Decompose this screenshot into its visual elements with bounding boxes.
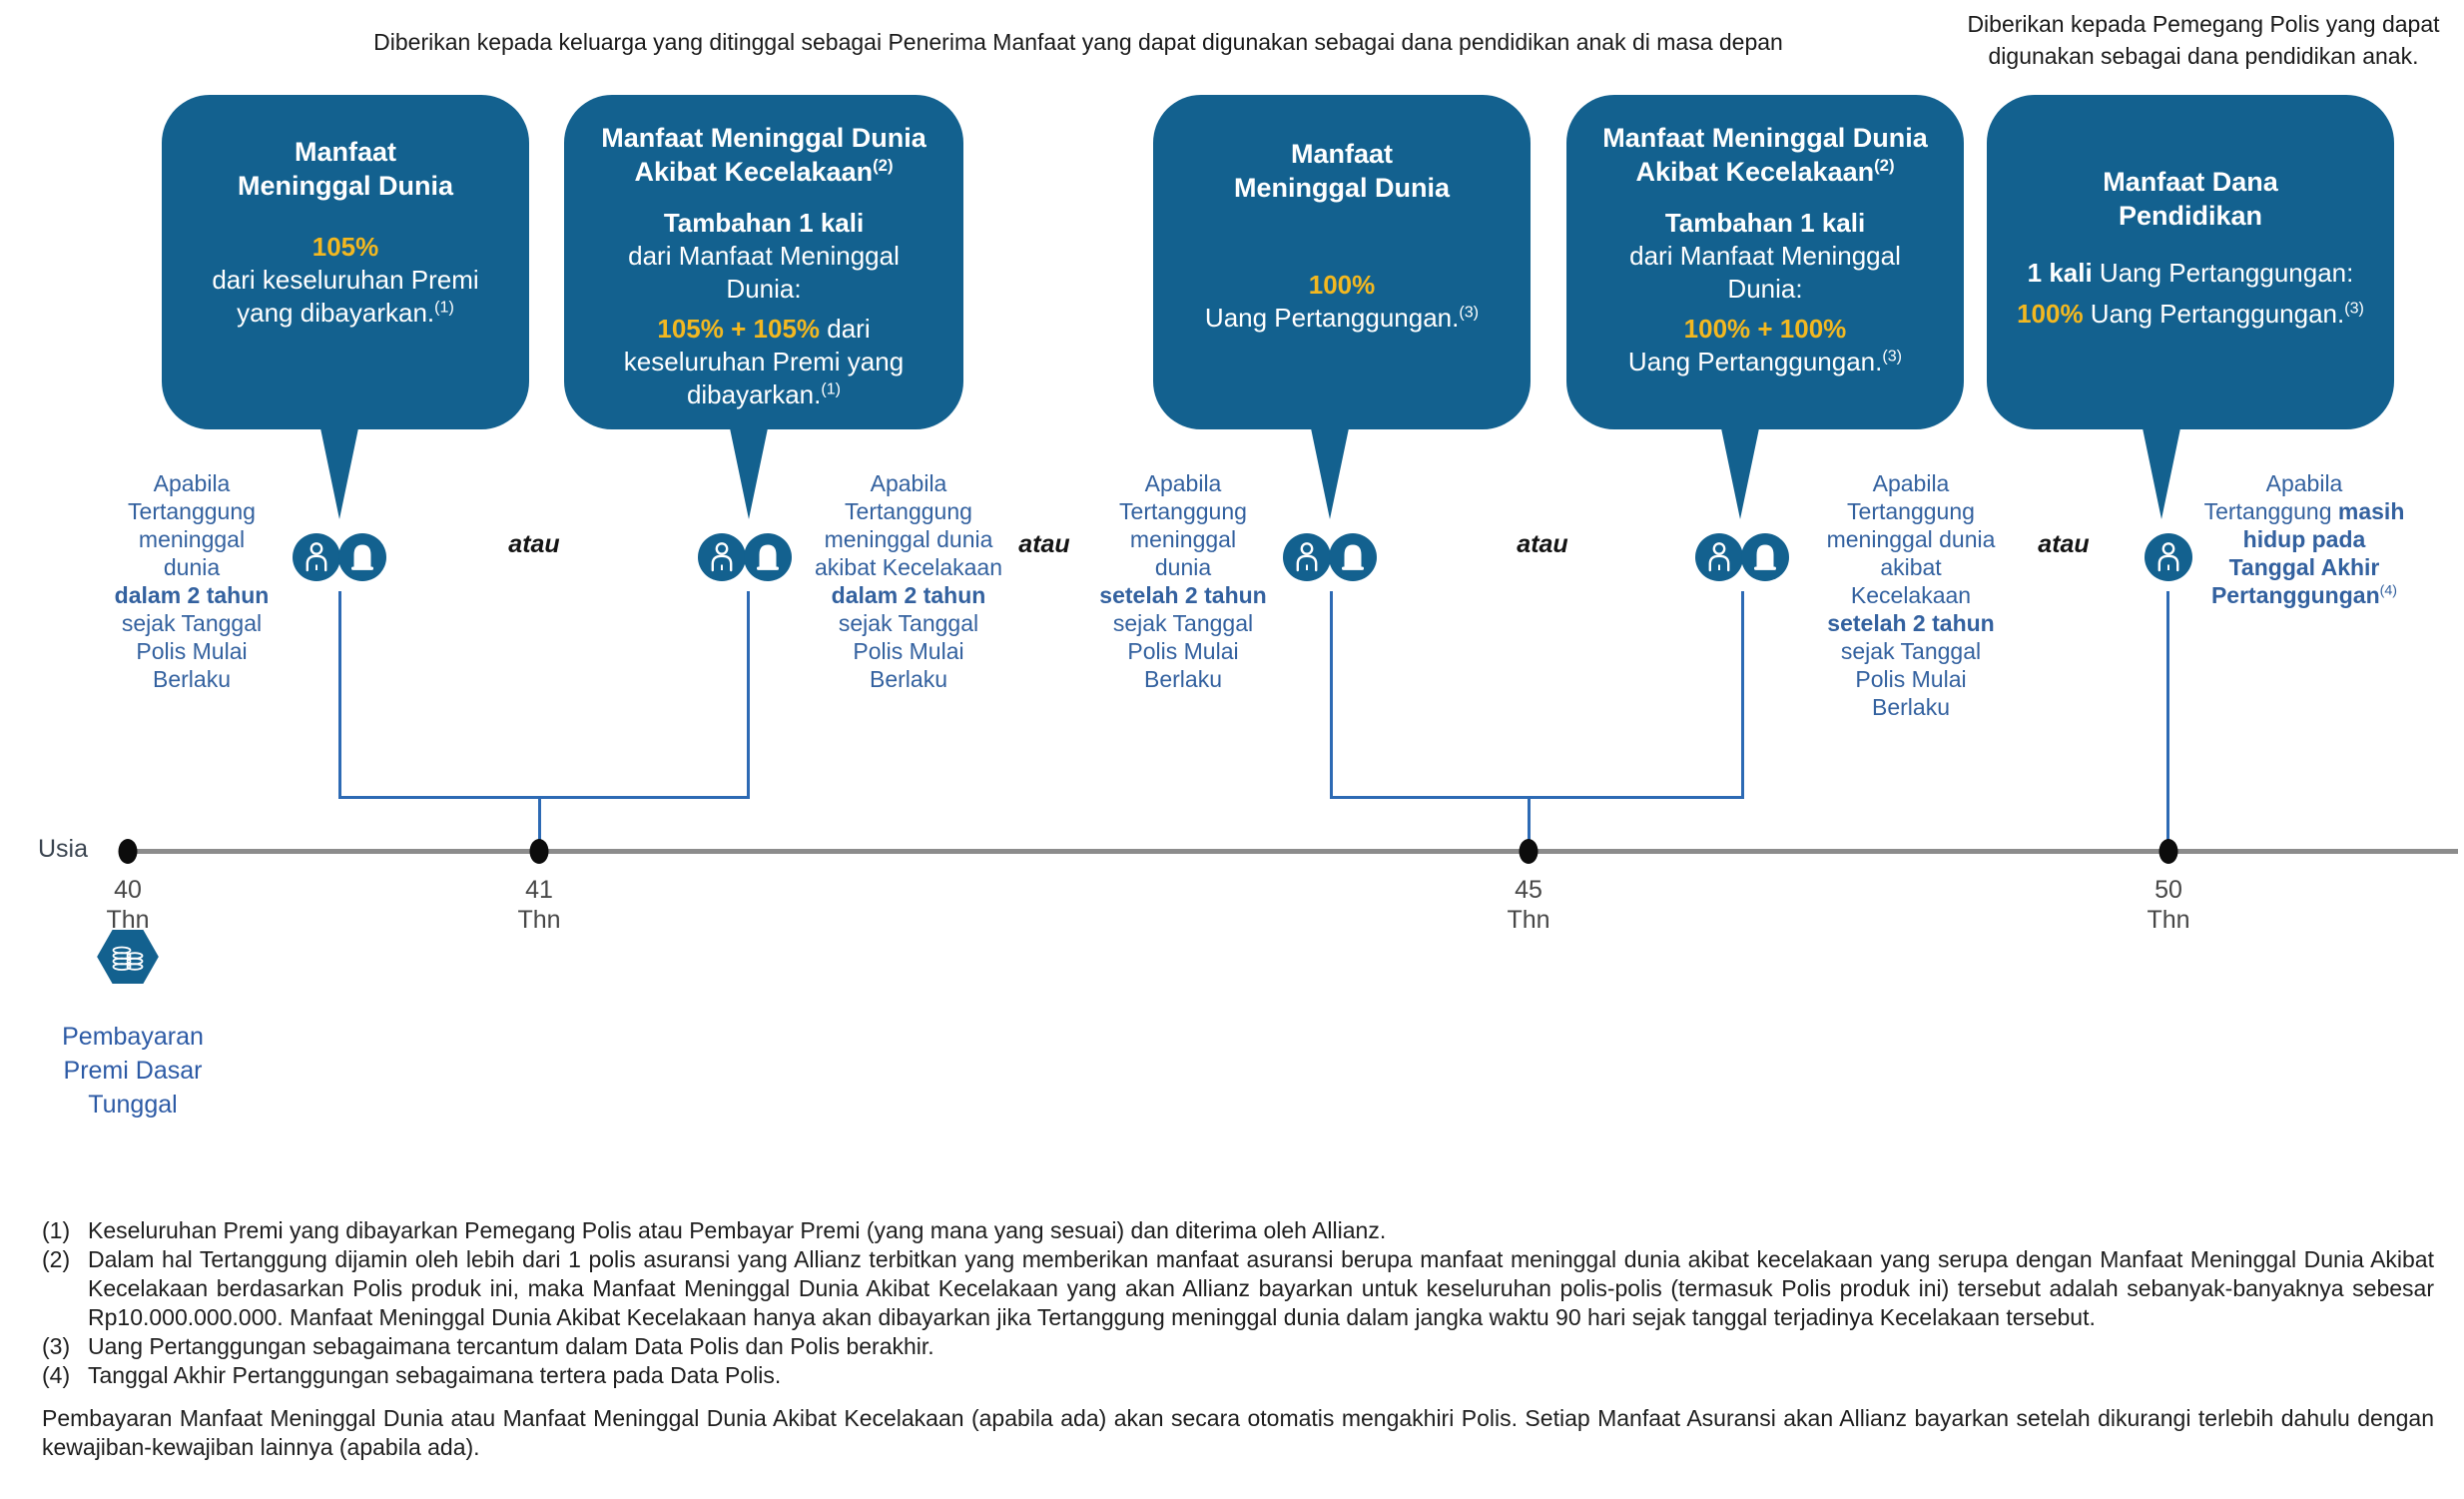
connector-bracket-45 bbox=[1330, 591, 1744, 799]
footnote-2: (2) Dalam hal Tertanggung dijamin oleh le… bbox=[42, 1245, 2434, 1332]
footnote-text: Tanggal Akhir Pertanggungan sebagaimana … bbox=[88, 1362, 782, 1388]
condition-alive-at-end: Apabila Tertanggung masih hidup pada Tan… bbox=[2203, 470, 2405, 609]
death-icon-group bbox=[293, 533, 386, 581]
death-icon-group bbox=[698, 533, 792, 581]
condition-accidental-death-after-2y: Apabila Tertanggung meninggal dunia akib… bbox=[1826, 470, 1996, 721]
age-axis-label: Usia bbox=[38, 835, 89, 863]
footnote-3: (3) Uang Pertanggungan sebagaimana tercan… bbox=[42, 1332, 2434, 1361]
tombstone-icon bbox=[338, 533, 386, 581]
axis-dot-41 bbox=[529, 839, 549, 864]
condition-death-after-2y: Apabila Tertanggung meninggal dunia sete… bbox=[1099, 470, 1267, 693]
bubble-body: 100% Uang Pertanggungan.(3) bbox=[2017, 298, 2364, 329]
bubble-title: Manfaat Meninggal Dunia Akibat Kecelakaa… bbox=[1602, 123, 1928, 188]
footnote-text: Keseluruhan Premi yang dibayarkan Pemega… bbox=[88, 1217, 1387, 1243]
person-icon bbox=[2145, 533, 2192, 581]
bubble-accidental-death-benefit-100: Manfaat Meninggal Dunia Akibat Kecelakaa… bbox=[1566, 95, 1964, 429]
benefit-percentage: 105% + 105% bbox=[657, 314, 821, 345]
bubble-body: 100%Uang Pertanggungan.(3) bbox=[1153, 269, 1531, 335]
axis-dot-40 bbox=[118, 839, 138, 864]
footnote-ref: (2) bbox=[873, 156, 894, 176]
closing-paragraph: Pembayaran Manfaat Meninggal Dunia atau … bbox=[42, 1405, 2434, 1460]
person-icon bbox=[698, 533, 746, 581]
bubble-pointer bbox=[1310, 423, 1350, 519]
bubble-pointer bbox=[1720, 423, 1760, 519]
bubble-body: 100% + 100%Uang Pertanggungan.(3) bbox=[1566, 313, 1964, 378]
bubble-title: Manfaat Meninggal Dunia bbox=[238, 137, 453, 202]
footnote-ref: (1) bbox=[821, 379, 842, 398]
bubble-mid: dari Manfaat Meninggal Dunia: bbox=[628, 240, 900, 304]
bubble-mid: dari Manfaat Meninggal Dunia: bbox=[1629, 240, 1901, 304]
footnote-ref: (3) bbox=[1882, 347, 1903, 366]
bubble-body: 105% + 105% dari keseluruhan Premi yang … bbox=[623, 314, 905, 410]
death-icon-group bbox=[1695, 533, 1789, 581]
tombstone-icon bbox=[744, 533, 792, 581]
axis-dot-50 bbox=[2158, 839, 2178, 864]
bubble-lead: Tambahan 1 kali bbox=[1664, 208, 1866, 239]
bubble-pointer bbox=[729, 423, 769, 519]
footnote-number: (4) bbox=[42, 1362, 71, 1388]
footnote-ref: (4) bbox=[2379, 582, 2398, 599]
person-icon bbox=[1283, 533, 1331, 581]
caption-education-benefit: Diberikan kepada Pemegang Polis yang dap… bbox=[1967, 11, 2440, 70]
tombstone-icon bbox=[1741, 533, 1789, 581]
age-axis-line bbox=[122, 849, 2458, 854]
footnote-4: (4) Tanggal Akhir Pertanggungan sebagaima… bbox=[42, 1361, 2434, 1390]
footnote-text: Uang Pertanggungan sebagaimana tercantum… bbox=[88, 1333, 934, 1359]
footnote-number: (1) bbox=[42, 1217, 71, 1243]
bubble-body: 105%dari keseluruhan Premi yang dibayark… bbox=[162, 231, 529, 330]
condition-death-within-2y: Apabila Tertanggung meninggal dunia dala… bbox=[114, 470, 270, 693]
bubble-title: Manfaat Meninggal Dunia bbox=[1234, 139, 1450, 204]
footnote-ref: (3) bbox=[1459, 303, 1480, 322]
coins-hexagon-icon bbox=[95, 928, 161, 986]
condition-accidental-death-within-2y: Apabila Tertanggung meninggal dunia akib… bbox=[815, 470, 1002, 693]
axis-dot-45 bbox=[1519, 839, 1539, 864]
alive-icon-group bbox=[2145, 533, 2192, 581]
benefit-percentage: 105% bbox=[311, 232, 379, 263]
connector-stem-45 bbox=[1528, 799, 1531, 851]
bubble-death-benefit-100: Manfaat Meninggal Dunia 100%Uang Pertang… bbox=[1153, 95, 1531, 429]
footnote-number: (3) bbox=[42, 1333, 71, 1359]
footnote-number: (2) bbox=[42, 1246, 71, 1272]
or-label: atau bbox=[508, 530, 560, 558]
footnote-ref: (2) bbox=[1874, 156, 1895, 176]
person-icon bbox=[1695, 533, 1743, 581]
footnote-ref: (1) bbox=[434, 298, 454, 317]
person-icon bbox=[293, 533, 340, 581]
coin-stack-glyph bbox=[112, 946, 144, 971]
bubble-lead: 1 kali Uang Pertanggungan: bbox=[2027, 258, 2354, 289]
footnote-ref: (3) bbox=[2344, 299, 2364, 318]
tombstone-icon bbox=[1329, 533, 1377, 581]
bubble-education-fund-benefit: Manfaat Dana Pendidikan 1 kali Uang Pert… bbox=[1987, 95, 2394, 429]
footnote-text: Dalam hal Tertanggung dijamin oleh lebih… bbox=[88, 1246, 2434, 1330]
footnotes-section: (1) Keseluruhan Premi yang dibayarkan Pem… bbox=[42, 1216, 2434, 1462]
or-label: atau bbox=[1018, 530, 1070, 558]
bubble-lead: Tambahan 1 kali bbox=[663, 208, 865, 239]
death-icon-group bbox=[1283, 533, 1377, 581]
bubble-title: Manfaat Dana Pendidikan bbox=[2103, 167, 2278, 232]
benefit-percentage: 100% + 100% bbox=[1683, 314, 1847, 345]
bubble-pointer bbox=[2142, 423, 2181, 519]
caption-death-benefit-group: Diberikan kepada keluarga yang ditinggal… bbox=[373, 29, 1783, 55]
footnote-1: (1) Keseluruhan Premi yang dibayarkan Pem… bbox=[42, 1216, 2434, 1245]
or-label: atau bbox=[1517, 530, 1568, 558]
bubble-accidental-death-benefit-105: Manfaat Meninggal Dunia Akibat Kecelakaa… bbox=[564, 95, 963, 429]
connector-stem-41 bbox=[538, 799, 541, 851]
benefit-percentage: 100% bbox=[1308, 270, 1376, 301]
bubble-pointer bbox=[319, 423, 359, 519]
benefit-percentage: 100% bbox=[2017, 298, 2084, 329]
connector-line-50 bbox=[2166, 591, 2169, 851]
connector-bracket-41 bbox=[338, 591, 750, 799]
bubble-death-benefit-105: Manfaat Meninggal Dunia 105%dari keselur… bbox=[162, 95, 529, 429]
or-label: atau bbox=[2038, 530, 2090, 558]
bubble-title: Manfaat Meninggal Dunia Akibat Kecelakaa… bbox=[601, 123, 926, 188]
single-premium-label: Pembayaran Premi Dasar Tunggal bbox=[62, 1023, 204, 1119]
